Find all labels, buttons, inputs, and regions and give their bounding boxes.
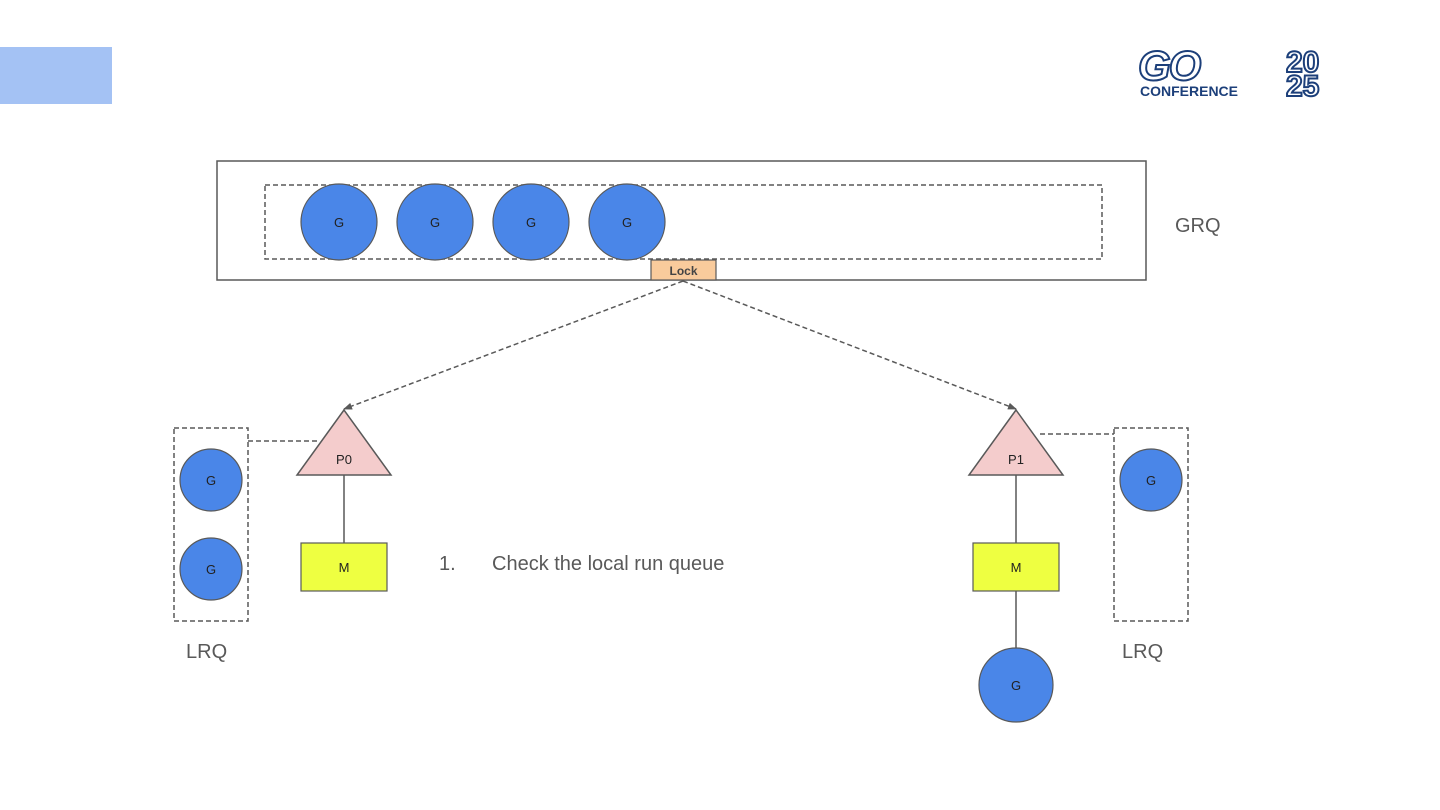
p0-local-run-queue-box [173, 427, 249, 622]
grq-goroutine-2-label: G [430, 215, 440, 230]
logo-year-top: 20 [1286, 46, 1319, 79]
p0-lrq-goroutine-2: G [179, 537, 243, 601]
global-run-queue-slots [264, 184, 1103, 260]
logo-year-bottom: 25 [1286, 70, 1319, 100]
p1-local-run-queue-box [1113, 427, 1189, 622]
step-item: 1. Check the local run queue [439, 552, 724, 576]
p1-machine: M [972, 542, 1060, 592]
grq-goroutine-3-label: G [526, 215, 536, 230]
p1-running-goroutine: G [978, 647, 1054, 723]
grq-goroutine-4: G [588, 183, 666, 261]
p0-processor-label: P0 [336, 452, 352, 467]
grq-goroutine-1: G [300, 183, 378, 261]
step-number: 1. [439, 553, 456, 575]
grq-lock-label: Lock [669, 264, 697, 278]
grq-goroutine-2: G [396, 183, 474, 261]
grq-goroutine-1-label: G [334, 215, 344, 230]
grq-goroutine-4-label: G [622, 215, 632, 230]
p0-machine: M [300, 542, 388, 592]
go-conference-logo: GO 20 25 CONFERENCE [1138, 44, 1320, 100]
step-text: Check the local run queue [492, 553, 725, 575]
p1-processor: P1 [967, 408, 1065, 476]
p0-processor: P0 [295, 408, 393, 476]
p1-lrq-goroutine-1-label: G [1146, 473, 1156, 488]
p1-running-goroutine-label: G [1011, 678, 1021, 693]
p1-processor-label: P1 [1008, 452, 1024, 467]
lrq-right-label: LRQ [1122, 641, 1164, 663]
grq-lock: Lock [650, 259, 717, 281]
corner-accent-block [0, 47, 112, 104]
grq-label: GRQ [1175, 215, 1221, 237]
logo-conference-text: CONFERENCE [1140, 83, 1238, 99]
p0-machine-label: M [339, 560, 350, 575]
logo-go-text: GO [1138, 44, 1201, 89]
grq-goroutine-3: G [492, 183, 570, 261]
p0-lrq-goroutine-1-label: G [206, 473, 216, 488]
lrq-left-label: LRQ [186, 641, 228, 663]
p1-machine-label: M [1011, 560, 1022, 575]
p0-lrq-goroutine-1: G [179, 448, 243, 512]
lock-to-p1-arrow [682, 280, 1017, 410]
lock-to-p0-arrow [343, 280, 684, 410]
p0-lrq-goroutine-2-label: G [206, 562, 216, 577]
p1-lrq-goroutine-1: G [1119, 448, 1183, 512]
